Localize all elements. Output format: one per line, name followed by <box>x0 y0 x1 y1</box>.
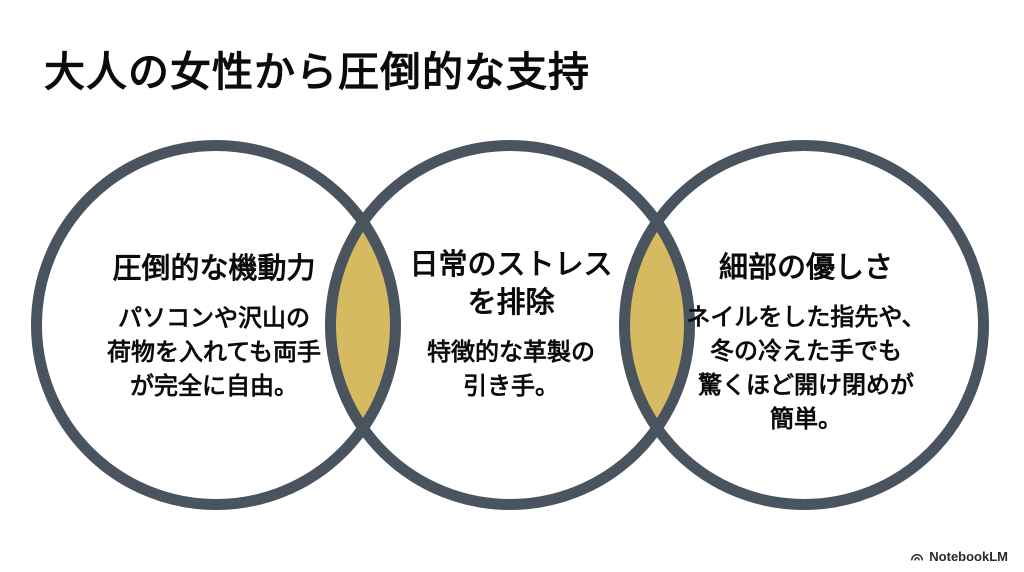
circle-1-body: パソコンや沢山の 荷物を入れても両手 が完全に自由。 <box>106 305 322 400</box>
venn-circle-3 <box>619 140 989 510</box>
venn-circle-1 <box>31 140 401 510</box>
overlap-lens-left <box>330 222 396 428</box>
circle-3-body: ネイルをした指先や、 冬の冷えた手でも 驚くほど開け閉めが 簡単。 <box>686 304 926 433</box>
overlap-lens-right <box>624 222 690 428</box>
venn-circle-2 <box>325 140 695 510</box>
page-title: 大人の女性から圧倒的な支持 <box>44 49 590 95</box>
circle-3-text: 細部の優しさ ネイルをした指先や、 冬の冷えた手でも 驚くほど開け閉めが 簡単。 <box>671 249 941 437</box>
circle-1-text: 圧倒的な機動力 パソコンや沢山の 荷物を入れても両手 が完全に自由。 <box>79 250 349 404</box>
circle-2-body: 特徴的な革製の 引き手。 <box>427 339 595 400</box>
circle-2-heading: 日常のストレス を排除 <box>409 249 613 319</box>
circle-3-heading: 細部の優しさ <box>718 252 893 284</box>
notebooklm-branding: NotebookLM <box>910 549 1008 564</box>
notebooklm-logo-icon <box>911 553 924 561</box>
circle-2-text: 日常のストレス を排除 特徴的な革製の 引き手。 <box>376 246 646 404</box>
circle-1-heading: 圧倒的な機動力 <box>112 253 316 285</box>
brand-label: NotebookLM <box>929 549 1008 564</box>
